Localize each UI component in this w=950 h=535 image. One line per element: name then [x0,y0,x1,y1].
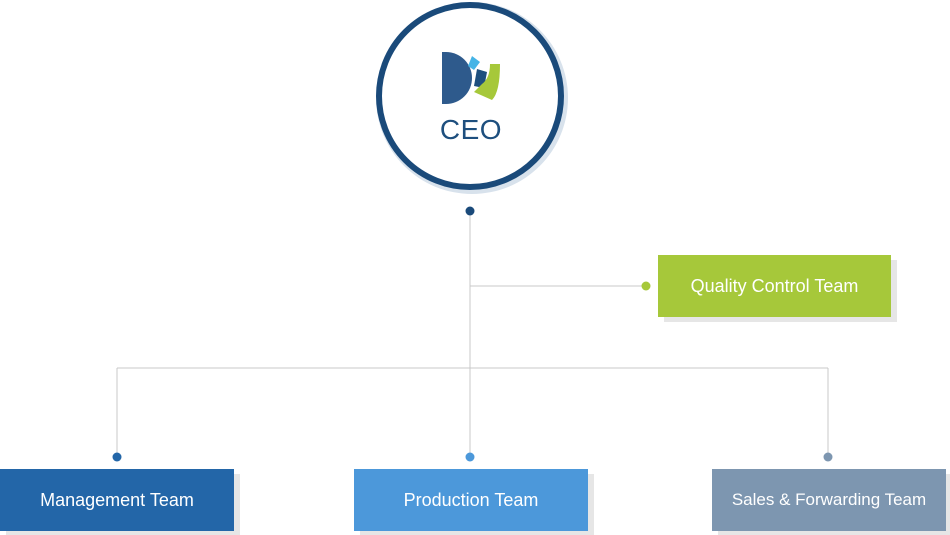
node-dot-sales-forwarding [823,452,833,462]
production-team-box: Production Team [354,469,588,531]
ceo-node: CEO [366,0,576,196]
company-logo-icon [442,52,500,104]
node-dot-production [465,452,475,462]
node-dot-ceo [465,206,475,216]
sales-forwarding-team-box: Sales & Forwarding Team [712,469,946,531]
quality-control-team-box: Quality Control Team [658,255,891,317]
node-dot-quality-control [641,281,651,291]
ceo-circle [376,2,568,194]
node-dot-management [112,452,122,462]
management-team-box: Management Team [0,469,234,531]
ceo-label: CEO [439,114,503,145]
